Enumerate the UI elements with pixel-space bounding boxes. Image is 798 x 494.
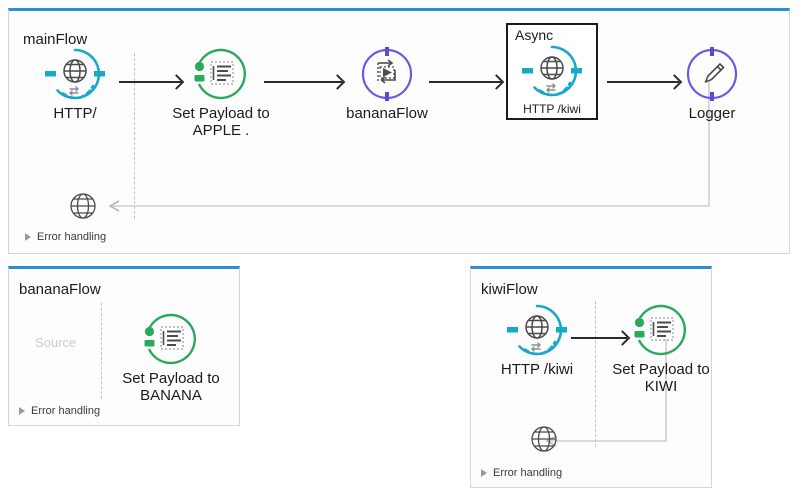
error-handling-toggle[interactable]: Error handling (19, 405, 100, 417)
node-set-payload-kiwi[interactable]: Set Payload to KIWI (606, 302, 716, 396)
connector-arrow (571, 337, 627, 339)
node-label: bananaFlow (346, 105, 428, 122)
error-handling-toggle[interactable]: Error handling (25, 231, 106, 243)
exchange-arrows-icon (546, 83, 556, 93)
payload-list-icon (650, 317, 674, 341)
page-title: bananaFlow (19, 281, 101, 298)
source-divider (101, 303, 102, 399)
error-handling-label: Error handling (37, 231, 107, 243)
connector-arrow (429, 81, 501, 83)
node-http-request-kiwi[interactable]: HTTP /kiwi (497, 43, 607, 116)
node-set-payload-apple[interactable]: Set Payload to APPLE . (166, 46, 276, 140)
http-listener-ring (45, 46, 105, 102)
node-flow-ref-bananaflow[interactable]: bananaFlow (332, 46, 442, 123)
http-request-ring (522, 43, 582, 99)
flow-panel-bananaflow[interactable]: bananaFlow Source (8, 266, 240, 426)
flow-reference-ring (359, 46, 415, 102)
async-scope-label: Async (515, 27, 554, 43)
page-title: mainFlow (23, 31, 88, 48)
exchange-arrows-icon (69, 86, 79, 96)
error-endpoint-globe[interactable] (529, 424, 559, 454)
error-handling-toggle[interactable]: Error handling (481, 467, 562, 479)
source-divider (595, 301, 596, 447)
pencil-icon (704, 63, 725, 83)
flow-panel-mainflow[interactable]: mainFlow (8, 8, 790, 254)
node-set-payload-banana[interactable]: Set Payload to BANANA (116, 311, 226, 405)
async-scope-box[interactable]: Async (506, 23, 598, 120)
node-label: Set Payload to KIWI (612, 361, 710, 395)
logger-ring (684, 46, 740, 102)
response-return-path (89, 73, 714, 213)
http-listener-ring (507, 302, 567, 358)
chevron-right-icon (19, 407, 25, 415)
set-payload-ring (633, 302, 689, 358)
globe-icon (70, 193, 96, 219)
node-http-listener-kiwi[interactable]: HTTP /kiwi (482, 302, 592, 379)
node-label: Logger (688, 105, 736, 122)
page-title: kiwiFlow (481, 281, 538, 298)
payload-list-icon (210, 61, 234, 85)
node-label: HTTP /kiwi (500, 361, 574, 378)
node-label: Set Payload to BANANA (122, 370, 220, 404)
globe-icon (540, 56, 564, 80)
chevron-right-icon (481, 469, 487, 477)
error-handling-label: Error handling (31, 405, 101, 417)
node-label: HTTP /kiwi (523, 102, 581, 116)
globe-icon (63, 59, 87, 83)
chevron-right-icon (25, 233, 31, 241)
node-label: HTTP/ (53, 105, 97, 122)
connector-arrow (264, 81, 342, 83)
connector-arrow (607, 81, 679, 83)
payload-list-icon (160, 326, 184, 350)
node-http-listener[interactable]: HTTP/ (20, 46, 130, 123)
node-label: Set Payload to APPLE . (172, 105, 270, 139)
response-return-path (526, 329, 676, 454)
exchange-arrows-icon (531, 342, 541, 352)
set-payload-ring (193, 46, 249, 102)
source-placeholder: Source (35, 335, 77, 350)
globe-icon (531, 426, 557, 452)
globe-icon (525, 315, 549, 339)
error-endpoint-globe[interactable] (68, 191, 98, 221)
source-divider (134, 53, 135, 219)
flow-reference-icon (377, 59, 396, 84)
node-logger[interactable]: Logger (657, 46, 767, 123)
flow-panel-kiwiflow[interactable]: kiwiFlow (470, 266, 712, 488)
error-handling-label: Error handling (493, 467, 563, 479)
set-payload-ring (143, 311, 199, 367)
connector-arrow (119, 81, 181, 83)
